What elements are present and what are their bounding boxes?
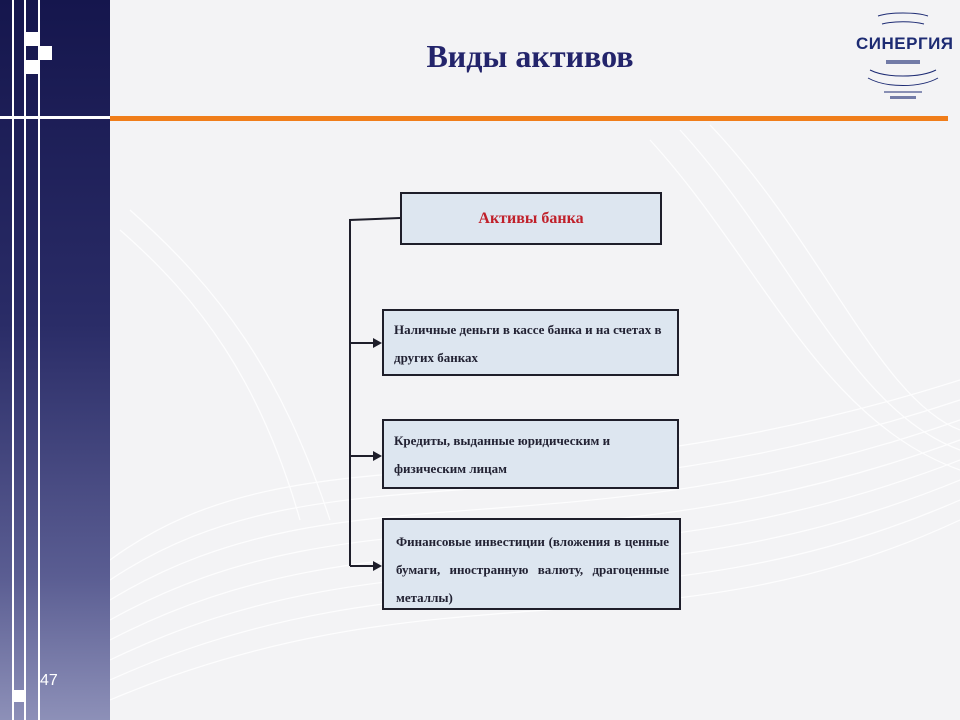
sidebar-square [12, 690, 24, 702]
diagram-root-box: Активы банка [400, 192, 662, 245]
sidebar-band [0, 0, 110, 720]
diagram-item-cash: Наличные деньги в кассе банка и на счета… [382, 309, 679, 376]
sidebar-line [24, 0, 26, 720]
title-underline [110, 116, 948, 121]
synergy-logo: СИНЕРГИЯ [856, 6, 954, 106]
page-number: 47 [40, 672, 58, 689]
sidebar-rule [0, 116, 110, 119]
sidebar-line [12, 0, 14, 720]
logo-name: СИНЕРГИЯ [856, 34, 954, 53]
diagram-item-loans: Кредиты, выданные юридическим и физическ… [382, 419, 679, 489]
sidebar-square [24, 60, 38, 74]
slide-title: Виды активов [426, 38, 634, 74]
sidebar-line [38, 0, 40, 720]
sidebar-square [24, 32, 38, 46]
sidebar-square [38, 46, 52, 60]
diagram-item-investments: Финансовые инвестиции (вложения в ценные… [382, 518, 681, 610]
logo-emblem-icon [867, 12, 939, 99]
